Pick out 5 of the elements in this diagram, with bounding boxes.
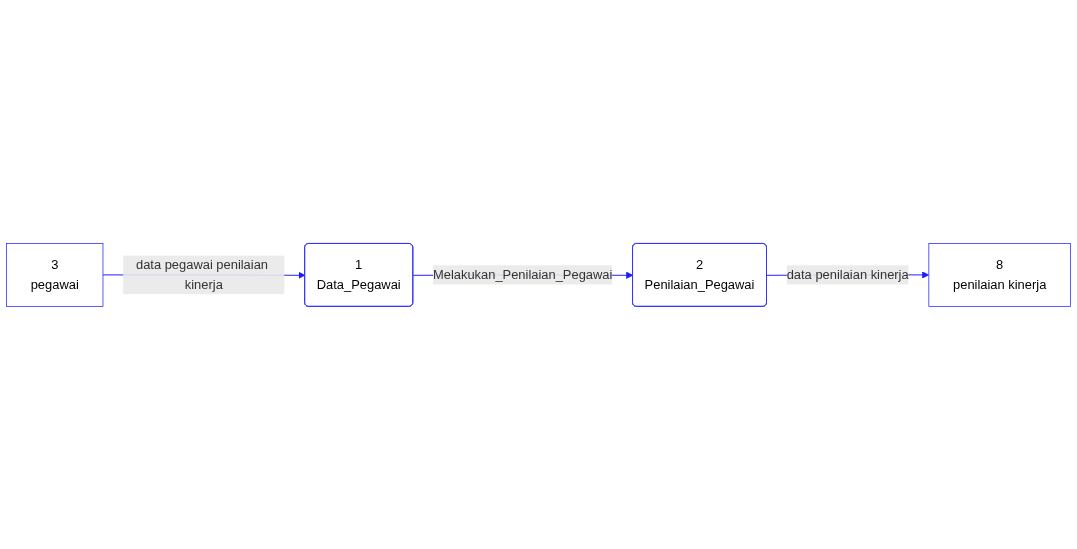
node-box: 3 pegawai (6, 242, 104, 307)
edge-label: Melakukan_Penilaian_Pegawai (432, 267, 613, 281)
node-box: 8 penilaian kinerja (928, 242, 1071, 307)
edge-label: data penilaian kinerja (786, 267, 909, 281)
edge-label: data pegawai penilaian kinerja (135, 257, 269, 291)
